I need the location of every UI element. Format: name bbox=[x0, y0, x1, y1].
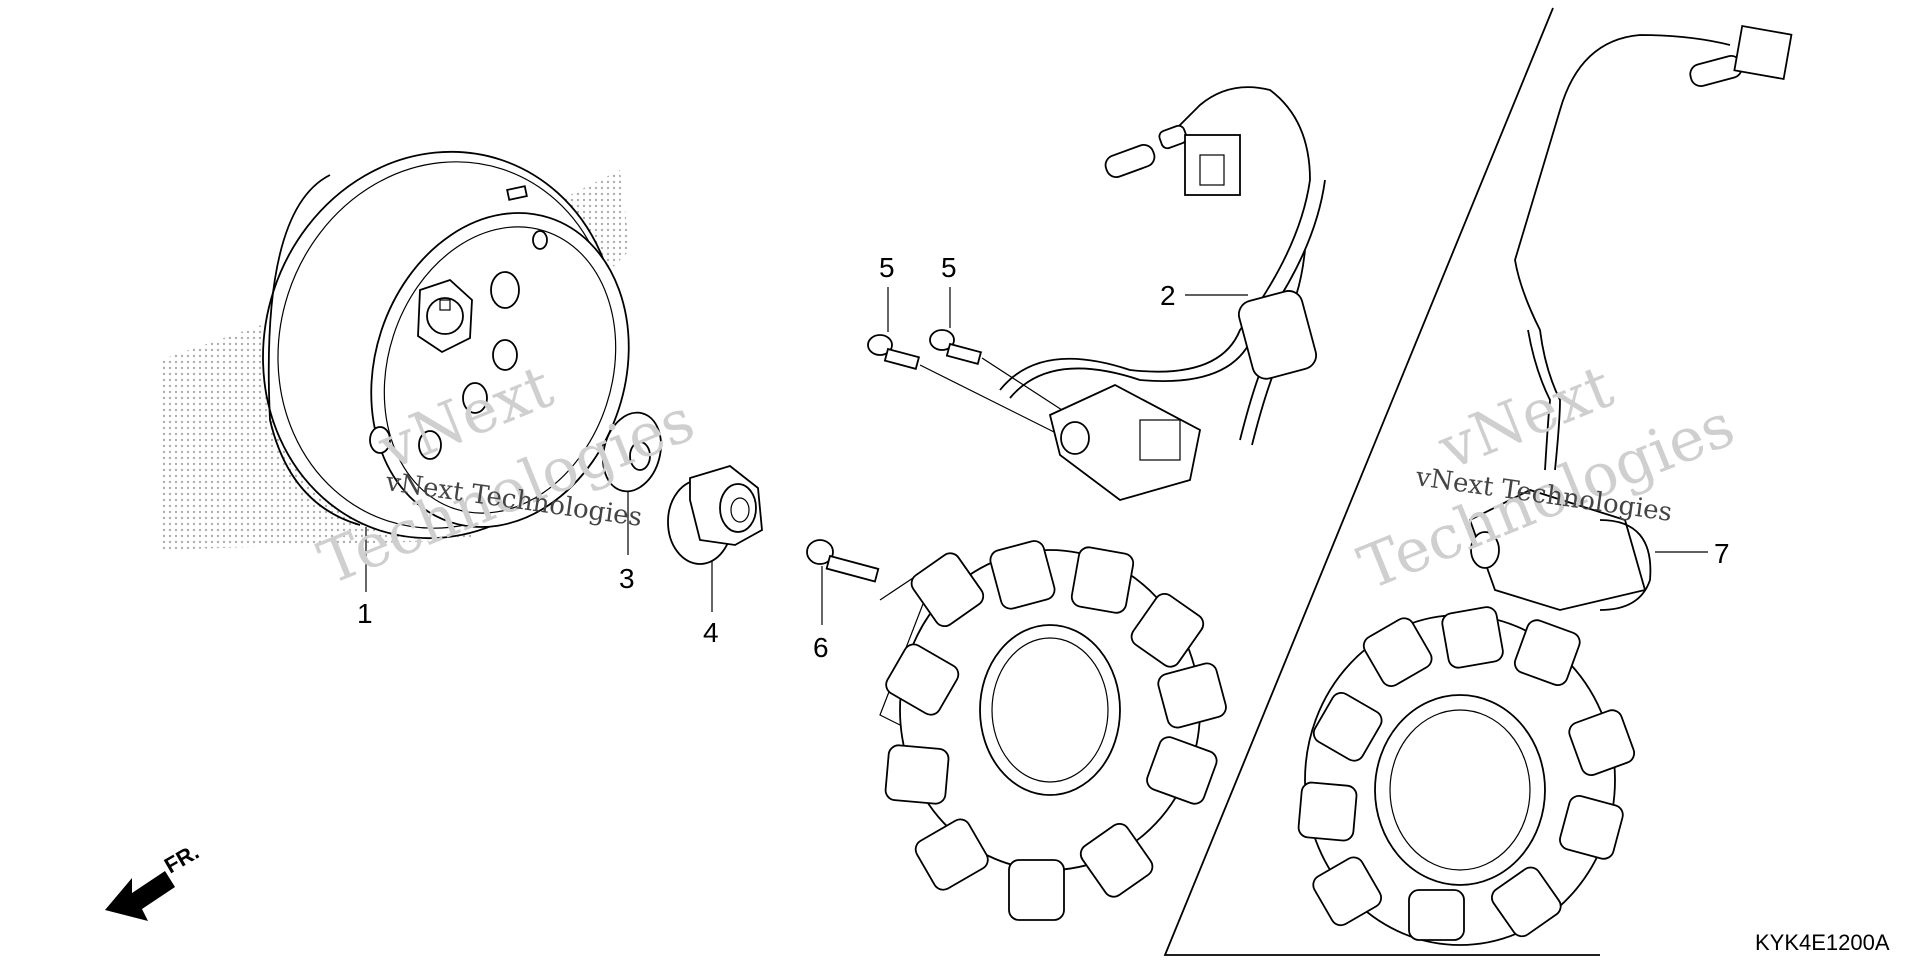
flange-bolt-icon bbox=[867, 334, 921, 370]
callout-4[interactable]: 4 bbox=[703, 617, 719, 648]
callout-3[interactable]: 3 bbox=[619, 563, 635, 594]
callout-2[interactable]: 2 bbox=[1160, 280, 1176, 311]
flange-bolt-icon bbox=[806, 539, 880, 583]
callout-5[interactable]: 5 bbox=[879, 252, 895, 283]
flywheel-icon bbox=[262, 150, 630, 540]
direction-label: FR. bbox=[160, 839, 203, 878]
stator-assembly-icon bbox=[1297, 24, 1793, 946]
alternate-type-divider bbox=[1163, 7, 1600, 956]
stator-assembly-icon bbox=[884, 86, 1326, 921]
flange-bolt-icon bbox=[929, 329, 983, 365]
callout-5[interactable]: 5 bbox=[941, 252, 957, 283]
washer-icon bbox=[602, 411, 662, 493]
flange-nut-icon bbox=[667, 465, 763, 565]
diagram-code: KYK4E1200A bbox=[1755, 930, 1890, 955]
callout-1[interactable]: 1 bbox=[357, 598, 373, 629]
callout-6[interactable]: 6 bbox=[813, 632, 829, 663]
front-direction-arrow-icon: FR. bbox=[105, 839, 203, 921]
callout-7[interactable]: 7 bbox=[1714, 538, 1730, 569]
